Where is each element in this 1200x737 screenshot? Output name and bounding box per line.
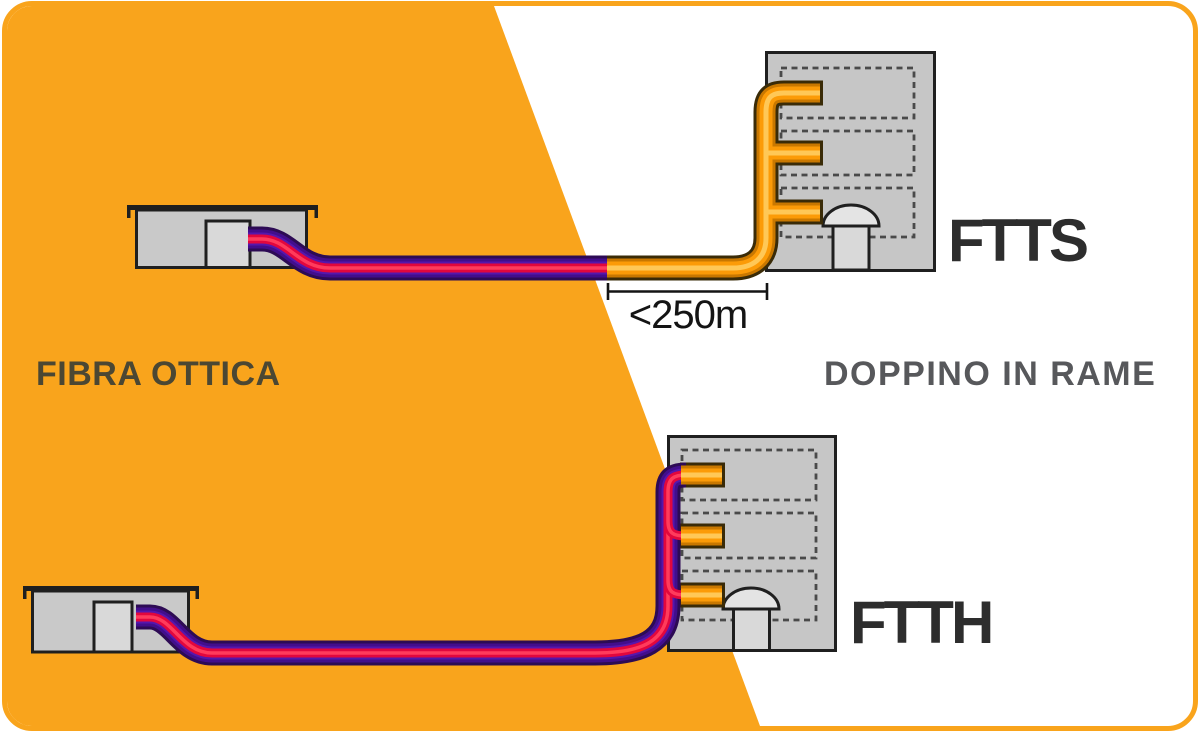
ftth-label: FTTH (850, 589, 994, 656)
distance-label: <250m (628, 293, 748, 337)
copper-zone-label: DOPPINO IN RAME (824, 355, 1157, 393)
fiber-zone-label: FIBRA OTTICA (36, 355, 281, 393)
ftts-label: FTTS (948, 207, 1089, 274)
